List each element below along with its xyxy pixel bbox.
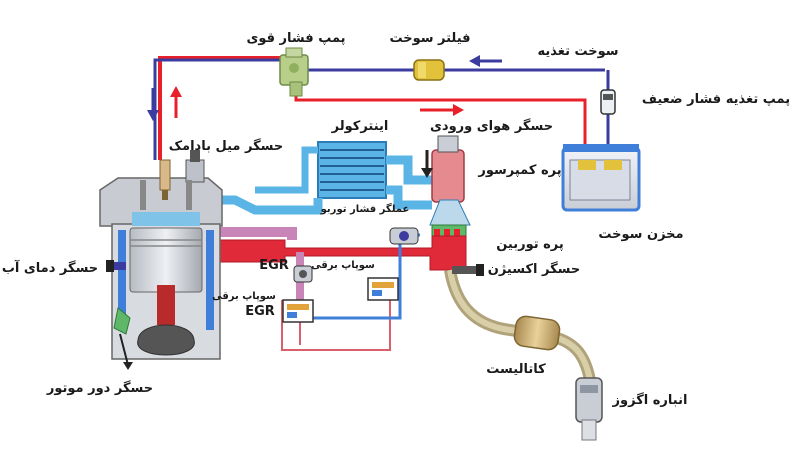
intake-duct-top <box>255 146 318 194</box>
vacuum-line <box>281 295 391 351</box>
exhaust-muffler <box>575 377 603 441</box>
engine-block <box>99 150 223 360</box>
fuel-filter <box>413 59 445 81</box>
label-exhaust: انباره اگزوز <box>612 392 688 408</box>
label-solenoid-valve-egr-line2: EGR <box>245 304 275 319</box>
intake-duct-lower <box>386 185 432 210</box>
label-oxygen-sensor: حسگر اکسیژن <box>488 261 581 277</box>
label-turbo-pressure-actuator: عملگر فشار توربو <box>320 202 410 215</box>
label-solenoid-valve: سوپاپ برقی <box>311 260 375 271</box>
flow-arrow-left <box>469 55 502 67</box>
oxygen-sensor <box>452 264 484 276</box>
label-intercooler: اینترکولر <box>331 119 389 134</box>
flow-arrow-up <box>170 86 182 118</box>
label-compressor-blade: پره کمپرسور <box>477 163 561 178</box>
fuel-tank <box>561 144 641 212</box>
label-turbine-blade: پره توربین <box>496 237 564 252</box>
turbocharger <box>421 135 471 248</box>
label-camshaft-sensor: حسگر میل بادامک <box>169 138 284 154</box>
flow-arrow-down <box>147 88 159 121</box>
label-coolant-temp-sensor: حسگر دمای آب <box>2 259 98 276</box>
label-fuel-supply: سوخت تغذیه <box>537 44 618 59</box>
egr-valve <box>293 265 313 283</box>
intake-duct <box>200 155 432 215</box>
label-engine-speed-sensor: حسگر دور موتور <box>46 380 153 396</box>
label-solenoid-valve-egr-line1: سوپاپ برقی <box>212 291 276 302</box>
control-line-blue <box>313 233 420 320</box>
label-fuel-tank: مخزن سوخت <box>598 227 683 242</box>
label-intake-air-sensor: حسگر هوای ورودی <box>430 118 553 134</box>
egr-duct-pink <box>203 227 297 240</box>
solenoid-valve-egr <box>282 299 314 323</box>
flow-arrow-right <box>420 104 464 116</box>
label-high-pressure-pump: پمپ فشار قوی <box>246 31 345 46</box>
intercooler <box>317 141 387 199</box>
exhaust-pipe-inner <box>447 269 593 381</box>
turbo-pressure-actuator <box>389 227 419 245</box>
catalyst <box>513 315 561 351</box>
label-low-pressure-feed-pump: پمپ تغذیه فشار ضعیف <box>642 92 790 107</box>
engine-speed-sensor <box>113 307 133 370</box>
low-pressure-feed-pump <box>600 89 616 115</box>
fuel-return-line <box>158 56 283 160</box>
label-fuel-filter: فیلتر سوخت <box>389 31 470 46</box>
label-egr: EGR <box>259 258 289 273</box>
label-catalyst: کاتالیست <box>486 362 546 377</box>
high-pressure-pump <box>279 47 309 97</box>
solenoid-valve <box>367 277 399 301</box>
coolant-temp-sensor <box>106 260 126 272</box>
